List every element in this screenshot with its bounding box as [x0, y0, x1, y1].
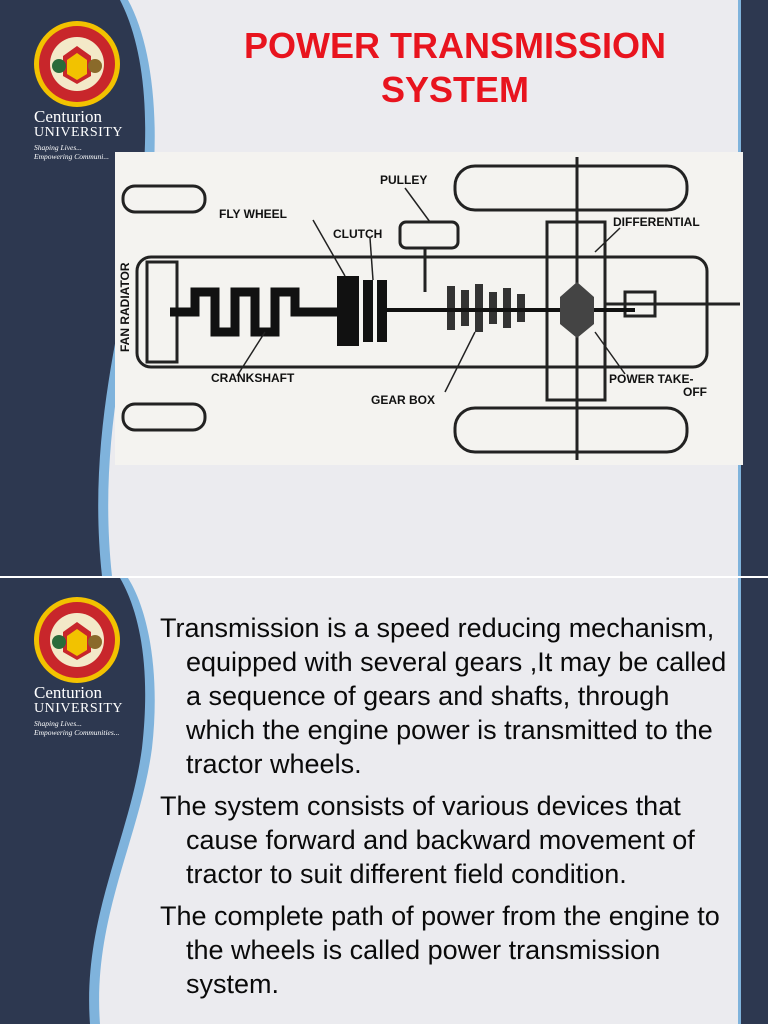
rear-right-wheel — [453, 406, 689, 454]
university-logo-seal — [34, 597, 120, 683]
flywheel — [337, 276, 359, 346]
university-logo-seal — [34, 21, 120, 107]
brand-subtitle: UNIVERSITY — [34, 701, 123, 716]
front-right-wheel — [121, 402, 207, 432]
label-power-take-off-2: OFF — [683, 385, 707, 399]
brand-name: Centurion — [34, 683, 102, 702]
right-edge-bar — [741, 0, 768, 576]
university-brand: Centurion UNIVERSITY Shaping Lives... Em… — [34, 683, 123, 738]
label-differential: DIFFERENTIAL — [613, 215, 700, 229]
label-power-take-off-1: POWER TAKE- — [609, 372, 693, 386]
sidebar-decoration — [0, 578, 155, 1024]
slide-transmission-definition: Centurion UNIVERSITY Shaping Lives... Em… — [0, 578, 768, 1024]
slide-divider — [0, 576, 768, 578]
brand-name: Centurion — [34, 107, 102, 126]
tractor-transmission-diagram: PULLEY FLY WHEEL CLUTCH DIFFERENTIAL CRA… — [115, 152, 743, 465]
bullet-item: Transmission is a speed reducing mechani… — [160, 613, 727, 779]
slide-power-transmission-title: Centurion UNIVERSITY Shaping Lives... Em… — [0, 0, 768, 576]
bullet-list: Transmission is a speed reducing mechani… — [160, 611, 740, 1009]
university-brand: Centurion UNIVERSITY Shaping Lives... Em… — [34, 107, 123, 162]
brand-subtitle: UNIVERSITY — [34, 125, 123, 140]
label-pulley: PULLEY — [380, 173, 427, 187]
brand-tagline-2: Empowering Communities... — [34, 728, 120, 737]
page-title: POWER TRANSMISSION SYSTEM — [243, 25, 666, 110]
label-gear-box: GEAR BOX — [371, 393, 435, 407]
bullet-item: The system consists of various devices t… — [160, 791, 695, 889]
right-edge-bar — [741, 578, 768, 1024]
right-edge-accent — [738, 578, 741, 1024]
label-fly-wheel: FLY WHEEL — [219, 207, 287, 221]
brand-tagline-2: Empowering Communi... — [34, 152, 109, 161]
pulley-box — [398, 220, 460, 250]
brand-tagline-1: Shaping Lives... — [34, 719, 82, 728]
label-crankshaft: CRANKSHAFT — [211, 371, 295, 385]
rear-left-wheel — [453, 164, 689, 212]
label-fan-radiator: FAN RADIATOR — [118, 262, 132, 352]
front-left-wheel — [121, 184, 207, 214]
label-clutch: CLUTCH — [333, 227, 382, 241]
sidebar-decoration — [0, 0, 155, 576]
bullet-item: The complete path of power from the engi… — [160, 901, 720, 999]
brand-tagline-1: Shaping Lives... — [34, 143, 82, 152]
crankshaft — [170, 287, 340, 337]
clutch-plate — [363, 280, 373, 342]
